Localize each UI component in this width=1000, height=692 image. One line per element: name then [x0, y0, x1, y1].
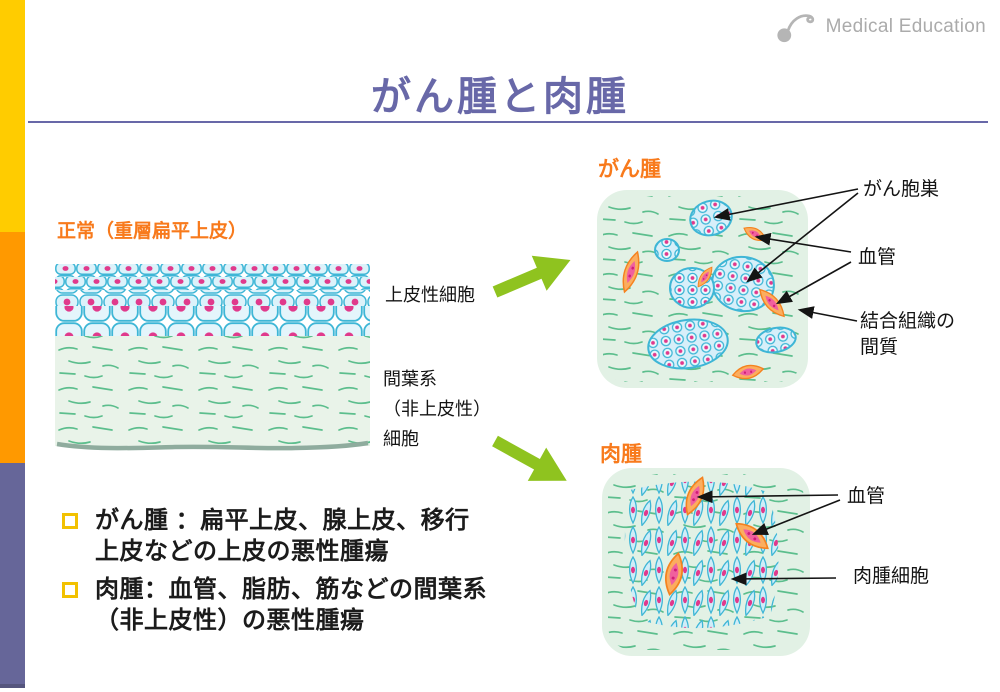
- sidebar-band-purple: [0, 463, 25, 688]
- green-transform-arrows: [492, 255, 571, 481]
- title-rule: [28, 121, 988, 123]
- connective-stroma-label: 結合組織の 間質: [860, 309, 955, 361]
- sidebar-band-yellow: [0, 0, 25, 232]
- carcinoma-definition: がん腫 ：扁平上皮、腺上皮、移行 上皮などの上皮の悪性腫瘍: [95, 505, 470, 567]
- epithelial-cells-label: 上皮性細胞: [385, 285, 475, 305]
- carcinoma-illustration: [597, 190, 808, 388]
- mesenchymal-cells-label: 間葉系 （非上皮性） 細胞: [383, 364, 491, 454]
- sarcoma-definition-line1: 肉腫：血管、脂肪、筋などの間葉系: [95, 576, 487, 603]
- square-bullet-icon: [62, 582, 78, 598]
- sarcoma-illustration: [602, 468, 810, 656]
- list-item: がん腫 ：扁平上皮、腺上皮、移行 上皮などの上皮の悪性腫瘍: [62, 505, 542, 567]
- carcinoma-vessel-label: 血管: [858, 247, 897, 268]
- sarcoma-heading: 肉腫: [600, 443, 642, 466]
- mesenchymal-line1: 間葉系: [383, 369, 437, 389]
- list-item: 肉腫：血管、脂肪、筋などの間葉系 （非上皮性）の悪性腫瘍: [62, 574, 542, 636]
- mesenchymal-line3: 細胞: [383, 429, 419, 449]
- stroma-line1: 結合組織の: [860, 311, 956, 332]
- definition-list: がん腫 ：扁平上皮、腺上皮、移行 上皮などの上皮の悪性腫瘍 肉腫：血管、脂肪、筋…: [62, 505, 542, 643]
- cancer-nest-label: がん胞巣: [863, 179, 940, 200]
- sarcoma-definition-line2: （非上皮性）の悪性腫瘍: [95, 607, 365, 634]
- stethoscope-swirl-icon: [777, 14, 814, 43]
- carcinoma-heading: がん腫: [598, 158, 661, 181]
- mesenchymal-line2: （非上皮性）: [383, 399, 491, 419]
- sarcoma-definition: 肉腫：血管、脂肪、筋などの間葉系 （非上皮性）の悪性腫瘍: [95, 574, 487, 636]
- normal-tissue-illustration: [55, 264, 370, 451]
- square-bullet-icon: [62, 513, 78, 529]
- carcinoma-definition-line1: がん腫 ：扁平上皮、腺上皮、移行: [95, 507, 470, 534]
- sidebar-band-orange: [0, 232, 25, 463]
- sarcoma-cell-label: 肉腫細胞: [853, 566, 930, 587]
- sarcoma-vessel-label: 血管: [847, 486, 886, 507]
- logo: Medical Education: [776, 10, 986, 44]
- stroma-line2: 間質: [860, 337, 899, 358]
- carcinoma-definition-line2: 上皮などの上皮の悪性腫瘍: [95, 538, 389, 565]
- normal-heading: 正常（重層扁平上皮）: [57, 221, 248, 242]
- logo-text: Medical Education: [825, 16, 986, 37]
- slide-title: がん腫と肉腫: [371, 75, 629, 119]
